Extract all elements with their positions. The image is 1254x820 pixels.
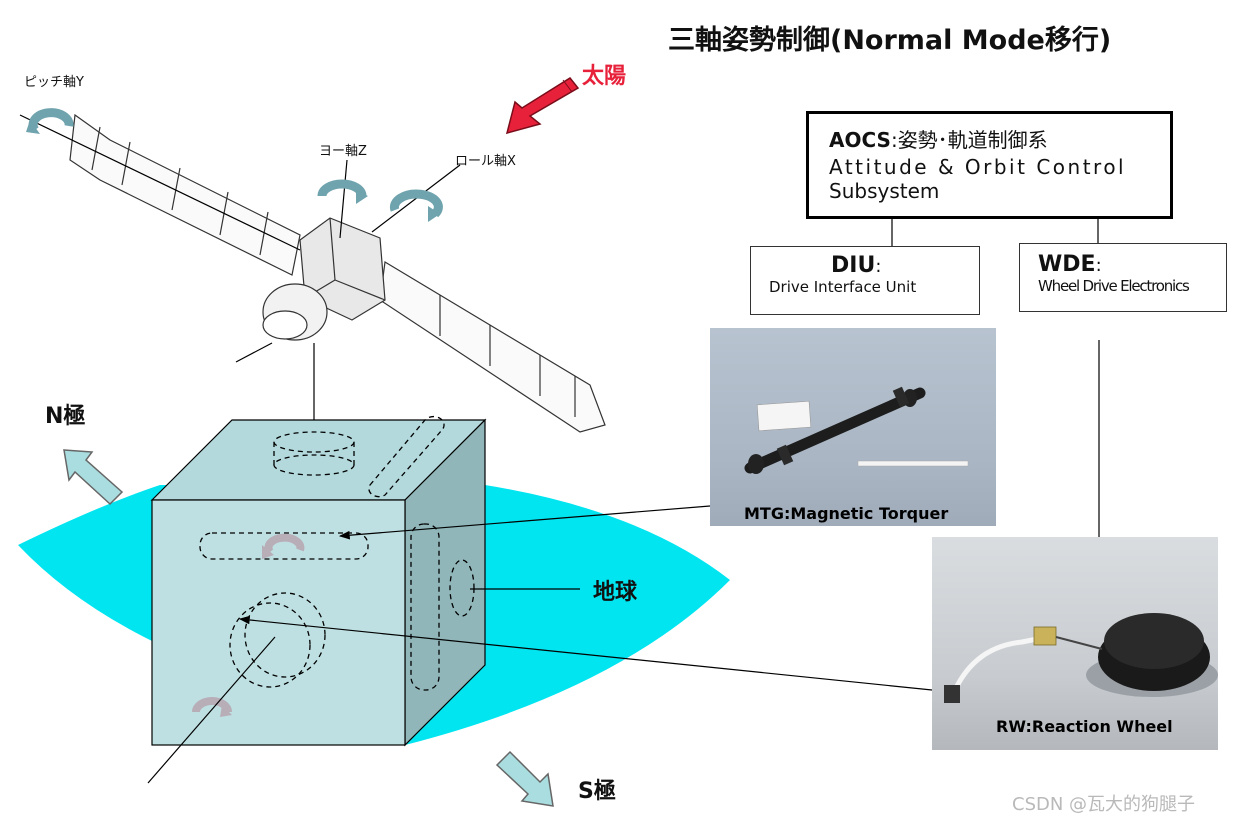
torquer-top-dashed	[368, 415, 445, 498]
aocs-english-line1: Attitude & Orbit Control	[829, 155, 1127, 179]
page-title: 三軸姿勢制御(Normal Mode移行)	[668, 25, 1112, 56]
bottom-rotation-icon	[192, 697, 232, 717]
diu-abbr: DIU	[831, 253, 876, 278]
aocs-title: AOCS:姿勢･軌道制御系	[829, 124, 1170, 153]
diu-full-name: Drive Interface Unit	[769, 278, 917, 296]
wde-full-name: Wheel Drive Electronics	[1038, 277, 1190, 295]
mtg-pointer-arrow	[338, 505, 711, 540]
nadir-axis-line	[235, 342, 273, 363]
front-rotation-icon	[262, 533, 305, 559]
solar-panel-right	[379, 261, 606, 433]
rw-caption: RW:Reaction Wheel	[996, 717, 1173, 736]
north-pole-arrow-icon	[63, 449, 124, 506]
yaw-axis-label: ヨー軸Z	[319, 144, 367, 159]
yaw-axis-line	[339, 159, 348, 239]
wde-abbr: WDE	[1038, 252, 1096, 277]
earth-label: 地球	[593, 580, 638, 605]
north-pole-label: N極	[45, 404, 86, 429]
pitch-rotation-icon	[26, 108, 74, 134]
attitude-cube	[150, 418, 487, 747]
aocs-abbr: AOCS	[829, 128, 891, 152]
aocs-separator: :	[890, 128, 898, 152]
wheel-side-dashed	[449, 559, 475, 617]
wheel-front-axis	[147, 636, 276, 784]
rw-pointer-arrow	[238, 615, 933, 691]
diu-title: DIU:	[769, 253, 979, 278]
sun-label: 太陽	[582, 64, 627, 89]
magnetic-torquer-image	[744, 386, 969, 474]
wheel-front-dashed	[229, 592, 326, 688]
reaction-wheel-image	[944, 613, 1218, 703]
watermark: CSDN @瓦大的狗腿子	[1012, 794, 1196, 815]
wde-separator: :	[1095, 255, 1102, 276]
aocs-japanese: 姿勢･軌道制御系	[897, 128, 1048, 152]
mtg-photo: MTG:Magnetic Torquer	[710, 328, 996, 526]
roll-axis-label: ロール軸X	[455, 154, 516, 169]
sun-direction-arrow-icon	[505, 77, 580, 135]
wde-title: WDE:	[1038, 252, 1226, 277]
aocs-english-line2: Subsystem	[829, 179, 940, 203]
roll-rotation-icon	[389, 189, 443, 222]
rw-photo: RW:Reaction Wheel	[932, 537, 1218, 750]
wheel-z-dashed	[273, 431, 355, 476]
aocs-block: AOCS:姿勢･軌道制御系 Attitude & Orbit Control S…	[806, 111, 1173, 219]
diu-block: DIU: Drive Interface Unit	[750, 246, 980, 315]
torquer-side-dashed	[410, 523, 440, 691]
yaw-rotation-icon	[317, 179, 368, 204]
pitch-axis-label: ピッチ軸Y	[24, 75, 84, 90]
diu-separator: :	[875, 256, 882, 277]
south-pole-arrow-icon	[495, 750, 554, 807]
block-connectors	[891, 219, 1100, 537]
south-pole-label: S極	[578, 779, 616, 804]
pitch-axis-line	[19, 114, 301, 251]
torquer-front-dashed	[199, 532, 369, 560]
wde-block: WDE: Wheel Drive Electronics	[1019, 243, 1227, 312]
mtg-caption: MTG:Magnetic Torquer	[744, 504, 949, 523]
satellite-illustration	[69, 113, 606, 433]
